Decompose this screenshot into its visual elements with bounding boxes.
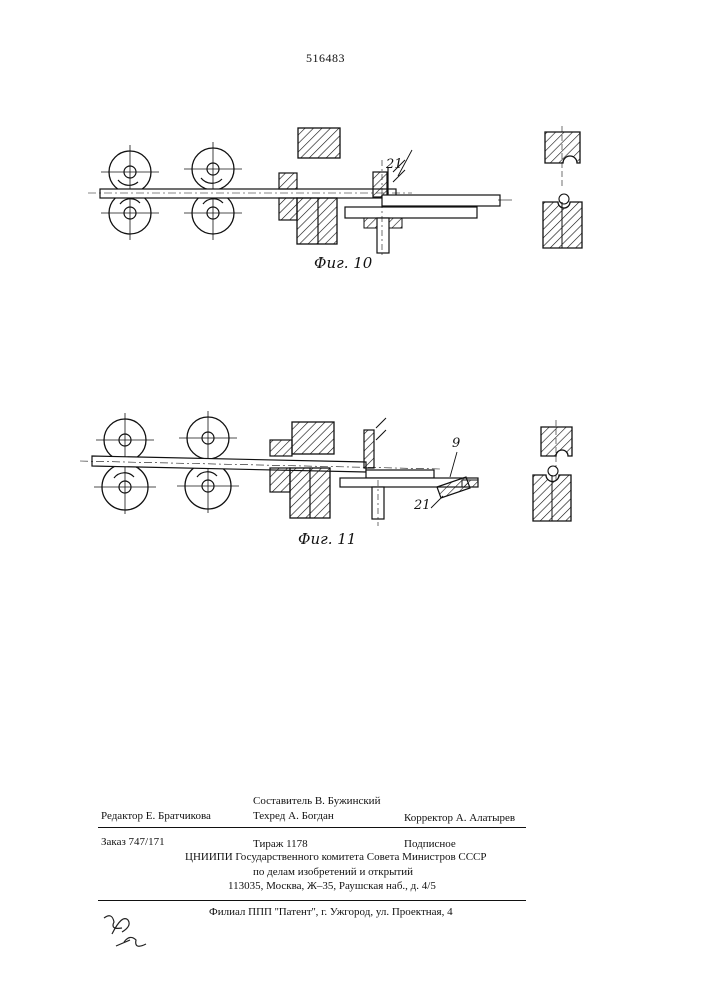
roller-icon xyxy=(184,192,242,240)
roller-icon xyxy=(184,142,242,196)
figure-10-drawing xyxy=(88,126,582,258)
branch-line: Филиал ППП ''Патент'', г. Ужгород, ул. П… xyxy=(209,906,453,918)
callout-21: 21 xyxy=(414,498,431,513)
figure-10-caption: Фиг. 10 xyxy=(314,254,372,272)
institute-line-2: по делам изобретений и открытий xyxy=(253,866,413,878)
editor-line: Редактор Е. Братчикова xyxy=(101,810,211,822)
compiler-line: Составитель В. Бужинский xyxy=(253,795,380,807)
handwritten-note-scribble xyxy=(104,916,146,947)
roller-icon xyxy=(179,411,237,465)
divider-line xyxy=(98,900,526,901)
divider-line xyxy=(98,827,526,828)
corrector-line: Корректор А. Алатырев xyxy=(404,812,515,824)
callout-9: 9 xyxy=(452,436,460,451)
circulation-line: Тираж 1178 xyxy=(253,838,308,850)
figure-11-drawing xyxy=(80,411,572,526)
address-line: 113035, Москва, Ж–35, Раушская наб., д. … xyxy=(228,880,436,892)
order-line: Заказ 747/171 xyxy=(101,836,165,848)
institute-line-1: ЦНИИПИ Государственного комитета Совета … xyxy=(185,851,487,863)
figure-11-caption: Фиг. 11 xyxy=(298,530,356,548)
callout-21: 21 xyxy=(386,157,403,172)
techred-line: Техред А. Богдан xyxy=(253,810,334,822)
subscription-line: Подписное xyxy=(404,838,456,850)
roller-icon xyxy=(94,462,156,514)
roller-icon xyxy=(101,192,159,240)
